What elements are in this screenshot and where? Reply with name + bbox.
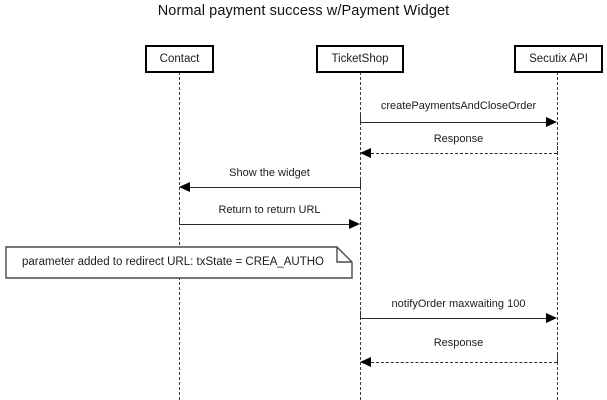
note-text: parameter added to redirect URL: txState…: [22, 256, 325, 268]
message-line-response-1: [371, 153, 557, 154]
message-text: Return to return URL: [218, 204, 321, 216]
arrowhead-create-payments: [546, 117, 557, 127]
message-line-notify-order: [360, 318, 547, 319]
arrowhead-show-widget: [179, 182, 190, 192]
lifeline-secutix: [557, 72, 558, 400]
participant-ticketshop[interactable]: TicketShop: [316, 45, 404, 73]
note-shape: [5, 246, 353, 279]
arrowhead-return-url: [349, 219, 360, 229]
message-stem-response-1: [557, 146, 558, 154]
participant-secutix-api-label: Secutix API: [529, 53, 588, 65]
message-stem-response-2: [557, 355, 558, 363]
message-label-show-widget: Show the widget: [179, 167, 360, 179]
message-text: notifyOrder maxwaiting 100: [391, 298, 526, 310]
message-label-notify-order: notifyOrder maxwaiting 100: [360, 298, 557, 310]
message-label-response-2: Response: [360, 337, 557, 349]
participant-contact[interactable]: Contact: [145, 45, 214, 73]
message-label-create-payments: createPaymentsAndCloseOrder: [360, 100, 557, 112]
page-title: Normal payment success w/Payment Widget: [157, 3, 450, 19]
arrowhead-notify-order: [546, 313, 557, 323]
message-line-response-2: [371, 362, 557, 363]
participant-contact-label: Contact: [159, 53, 200, 65]
arrowhead-response-1: [360, 148, 371, 158]
participant-secutix-api[interactable]: Secutix API: [514, 45, 603, 73]
message-line-return-url: [179, 224, 349, 225]
message-stem-return-url: [179, 217, 180, 225]
message-text: Response: [433, 337, 484, 349]
message-text: Response: [433, 133, 484, 145]
message-label-return-url: Return to return URL: [179, 204, 360, 216]
message-label-response-1: Response: [360, 133, 557, 145]
arrowhead-response-2: [360, 357, 371, 367]
note-txstate-text: parameter added to redirect URL: txState…: [22, 256, 324, 268]
message-stem-create-payments: [360, 115, 361, 122]
message-line-show-widget: [190, 187, 360, 188]
lifeline-ticketshop: [360, 72, 361, 400]
message-line-create-payments: [360, 122, 547, 123]
message-stem-show-widget: [360, 180, 361, 188]
message-text: Show the widget: [229, 167, 310, 179]
participant-ticketshop-label: TicketShop: [331, 53, 389, 65]
note-txstate: [5, 246, 353, 279]
lifeline-contact: [179, 72, 180, 400]
message-text: createPaymentsAndCloseOrder: [380, 100, 537, 112]
message-stem-notify-order: [360, 311, 361, 319]
